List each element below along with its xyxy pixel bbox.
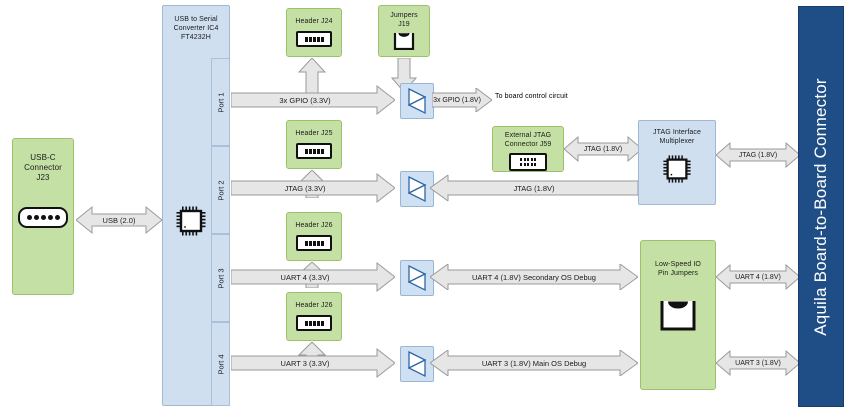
port-4[interactable]: Port 4 xyxy=(211,322,230,406)
port-2[interactable]: Port 2 xyxy=(211,146,230,234)
usb-c-connector-icon xyxy=(18,207,68,228)
level-shifter-row4[interactable] xyxy=(400,346,434,382)
level-shifter-row3[interactable] xyxy=(400,260,434,296)
block-external-jtag-connector[interactable]: External JTAG Connector J59 xyxy=(492,126,564,172)
port-4-label: Port 4 xyxy=(216,353,226,375)
arrow-row2-jtag-1v8-mid-label: JTAG (1.8V) xyxy=(513,183,555,193)
arrow-row2-jtag-1v8-b2b-label: JTAG (1.8V) xyxy=(738,151,778,159)
arrow-row3-uart4-1v8-b2b-label: UART 4 (1.8V) xyxy=(735,273,781,281)
jtag-mux-label-line2: Multiplexer xyxy=(659,137,695,145)
arrow-row2-jtag-1v8-b2b: JTAG (1.8V) xyxy=(716,142,800,168)
arrow-row3-uart4-1v8-b2b: UART 4 (1.8V) xyxy=(716,264,800,290)
jumper-shunt-icon xyxy=(659,299,697,336)
arrow-row4-uart3-1v8-b2b: UART 3 (1.8V) xyxy=(716,350,800,376)
jumper-shunt-icon xyxy=(393,32,415,51)
lowspeed-io-label-line1: Low-Speed IO xyxy=(655,261,701,268)
header-j25-label: Header J25 xyxy=(295,129,333,137)
pin-header-icon xyxy=(296,235,332,252)
pin-header-icon xyxy=(296,315,332,332)
arrow-row2-jtag-1v8-external: JTAG (1.8V) xyxy=(564,136,642,162)
arrow-row1-gpio-1v8: 3x GPIO (1.8V) xyxy=(432,88,492,112)
level-shifter-row1[interactable] xyxy=(400,83,434,119)
arrow-row4-uart3-1v8-b2b-label: UART 3 (1.8V) xyxy=(735,359,781,367)
port-1[interactable]: Port 1 xyxy=(211,58,230,146)
port-3-label: Port 3 xyxy=(216,267,226,289)
arrow-row2-jtag-3v3-label: JTAG (3.3V) xyxy=(284,183,326,193)
block-jtag-interface-multiplexer[interactable]: JTAG Interface Multiplexer xyxy=(638,120,716,205)
arrow-row4-uart3-3v3: UART 3 (3.3V) xyxy=(231,348,395,378)
converter-label-line2: Converter IC4 xyxy=(173,24,219,32)
arrow-row4-uart3-1v8-debug-label: UART 3 (1.8V) Main OS Debug xyxy=(481,358,587,368)
block-header-j24[interactable]: Header J24 xyxy=(286,8,342,57)
idc-header-icon xyxy=(509,152,547,171)
arrow-row2-jtag-1v8-mid: JTAG (1.8V) xyxy=(430,175,638,201)
row1-board-control-note: To board control circuit xyxy=(495,93,568,100)
b2b-label: Aquila Board-to-Board Connector xyxy=(811,77,830,336)
ext-jtag-label-line1: External JTAG xyxy=(504,132,552,139)
jtag-mux-ic-chip-icon xyxy=(662,154,692,189)
converter-ic-chip-icon xyxy=(175,205,207,237)
jtag-mux-label-line1: JTAG Interface xyxy=(653,129,701,136)
block-header-j26-row3[interactable]: Header J26 xyxy=(286,212,342,261)
arrow-usb-label: USB (2.0) xyxy=(102,215,136,225)
block-usb-c-connector[interactable]: USB-C Connector J23 xyxy=(12,138,74,295)
usb-c-label-line2: Connector xyxy=(24,163,62,172)
port-1-label: Port 1 xyxy=(216,91,226,113)
arrow-row4-uart3-1v8-debug: UART 3 (1.8V) Main OS Debug xyxy=(430,350,638,376)
arrow-usb-2-0: USB (2.0) xyxy=(76,205,162,235)
arrow-row2-jtag-3v3: JTAG (3.3V) xyxy=(231,173,395,203)
block-jumpers-j19[interactable]: Jumpers J19 xyxy=(378,5,430,57)
converter-label-line3: FT4232H xyxy=(181,33,211,41)
jumpers-j19-label-line2: J19 xyxy=(398,20,410,28)
pin-header-icon xyxy=(296,143,332,160)
pin-header-icon xyxy=(296,31,332,48)
header-j26-row4-label: Header J26 xyxy=(295,301,333,309)
level-shifter-row2[interactable] xyxy=(400,171,434,207)
arrow-header-j24-up xyxy=(298,58,326,98)
jumpers-j19-label-line1: Jumpers xyxy=(390,11,418,19)
header-j26-row3-label: Header J26 xyxy=(295,221,333,229)
arrow-row4-uart3-3v3-label: UART 3 (3.3V) xyxy=(280,358,330,368)
header-j24-label: Header J24 xyxy=(295,17,333,25)
arrow-row1-gpio-3v3: 3x GPIO (3.3V) xyxy=(231,85,395,115)
block-header-j25[interactable]: Header J25 xyxy=(286,120,342,169)
port-3[interactable]: Port 3 xyxy=(211,234,230,322)
arrow-row3-uart4-1v8-debug: UART 4 (1.8V) Secondary OS Debug xyxy=(430,264,638,290)
arrow-row1-gpio-1v8-label: 3x GPIO (1.8V) xyxy=(433,96,481,104)
block-aquila-board-to-board-connector[interactable]: Aquila Board-to-Board Connector xyxy=(798,6,844,407)
usb-c-label-line3: J23 xyxy=(36,173,50,182)
arrow-row2-jtag-1v8-external-label: JTAG (1.8V) xyxy=(583,145,623,153)
port-2-label: Port 2 xyxy=(216,179,226,201)
arrow-row3-uart4-1v8-debug-label: UART 4 (1.8V) Secondary OS Debug xyxy=(472,272,596,282)
arrow-row3-uart4-3v3: UART 4 (3.3V) xyxy=(231,262,395,292)
arrow-row3-uart4-3v3-label: UART 4 (3.3V) xyxy=(280,272,330,282)
arrow-row1-gpio-3v3-label: 3x GPIO (3.3V) xyxy=(279,95,331,105)
converter-label-line1: USB to Serial xyxy=(174,16,218,23)
usb-c-label-line1: USB-C xyxy=(30,153,56,162)
lowspeed-io-label-line2: Pin Jumpers xyxy=(657,269,698,277)
block-header-j26-row4[interactable]: Header J26 xyxy=(286,292,342,341)
block-low-speed-io-pin-jumpers[interactable]: Low-Speed IO Pin Jumpers xyxy=(640,240,716,390)
ext-jtag-label-line2: Connector J59 xyxy=(504,140,552,148)
